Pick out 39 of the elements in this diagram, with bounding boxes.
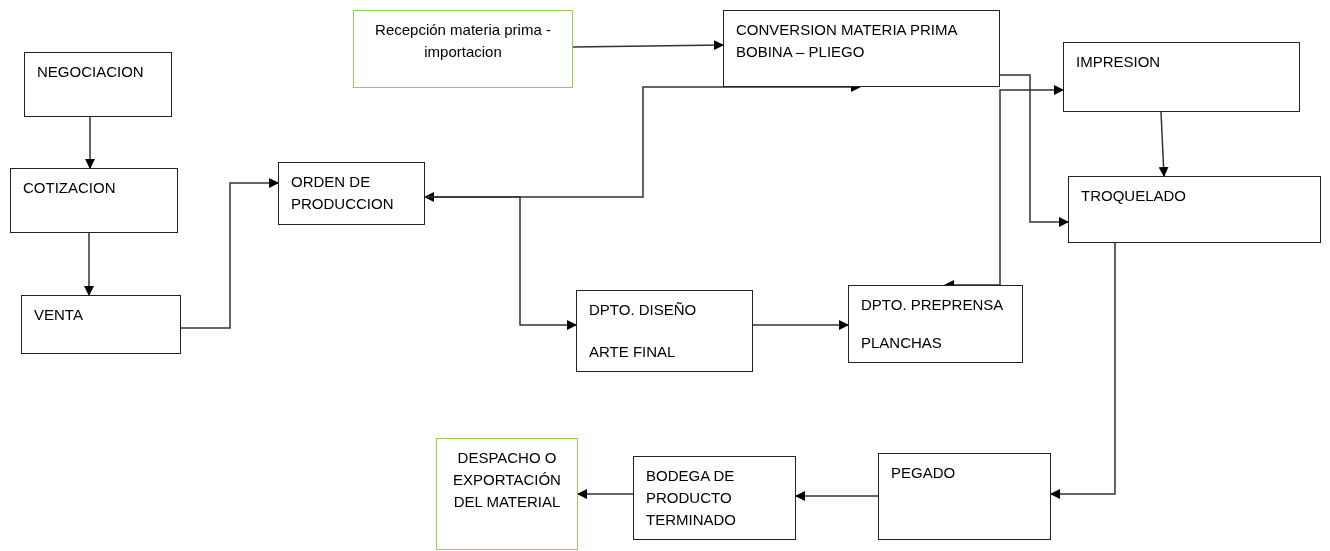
box-label: ORDEN DE PRODUCCION [291, 172, 395, 214]
box-label: ARTE FINAL [589, 342, 677, 363]
box-label: NEGOCIACION [37, 62, 145, 82]
arrow [999, 74, 1069, 227]
arrow [1158, 111, 1169, 177]
process-box [21, 295, 181, 354]
process-box [576, 290, 753, 372]
box-label: DESPACHO O EXPORTACIÓN DEL MATERIAL [452, 448, 562, 512]
box-label: PLANCHAS [861, 333, 943, 354]
arrow [572, 40, 724, 51]
arrow [84, 232, 94, 296]
process-box [278, 162, 425, 225]
arrow [752, 320, 849, 330]
process-box [878, 453, 1051, 540]
box-label: PEGADO [891, 463, 957, 483]
arrow [424, 196, 577, 330]
box-label: COTIZACION [23, 178, 117, 198]
process-box [436, 438, 578, 550]
arrow [577, 489, 634, 499]
arrow [1050, 242, 1116, 499]
box-label: IMPRESION [1076, 52, 1162, 72]
arrow [85, 116, 95, 169]
process-box [1063, 42, 1300, 112]
process-box [723, 10, 1000, 87]
box-label: DPTO. DISEÑO [589, 300, 698, 320]
box-label: TROQUELADO [1081, 186, 1187, 206]
box-label: BODEGA DE PRODUCTO TERMINADO [646, 466, 737, 530]
box-label: CONVERSION MATERIA PRIMA BOBINA – PLIEGO [736, 20, 959, 62]
box-label: Recepción materia prima - importacion [374, 20, 552, 62]
process-box [633, 456, 796, 540]
box-label: VENTA [34, 305, 84, 325]
process-box [1068, 176, 1321, 243]
box-label: DPTO. PREPRENSA [861, 295, 1005, 315]
process-box [10, 168, 178, 233]
process-box [848, 285, 1023, 363]
process-box [353, 10, 573, 88]
arrow [795, 491, 879, 501]
process-box [24, 52, 172, 117]
arrow [180, 178, 279, 329]
